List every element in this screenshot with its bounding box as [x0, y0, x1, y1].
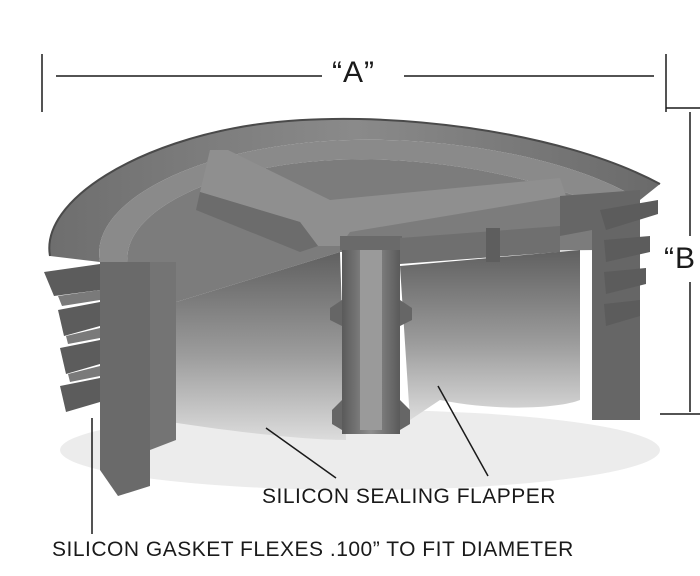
- center-post-cap: [340, 236, 402, 250]
- center-post-bore: [360, 240, 382, 430]
- right-web-rib: [486, 228, 500, 262]
- top-rib: [200, 150, 566, 246]
- left-fin-highlights: [58, 290, 100, 382]
- plug-cutaway: [44, 117, 661, 496]
- right-flapper: [400, 250, 580, 420]
- leader-flapper-right: [437, 385, 489, 477]
- callout-silicon-gasket: SILICON GASKET FLEXES .100” TO FIT DIAME…: [52, 538, 574, 561]
- floor-shadow: [60, 410, 660, 490]
- left-flapper: [150, 252, 346, 440]
- dimension-a-label: “A”: [332, 56, 375, 89]
- top-rim: [49, 118, 660, 262]
- rim-outline: [48, 117, 661, 257]
- left-wall-section: [100, 262, 150, 496]
- dimension-b-label: “B: [664, 242, 696, 275]
- left-gasket-fins: [44, 264, 100, 412]
- callout-sealing-flapper: SILICON SEALING FLAPPER: [262, 485, 556, 508]
- leader-flapper-left: [265, 427, 337, 479]
- right-gasket-fins: [600, 200, 658, 326]
- dimension-b: [660, 107, 700, 415]
- dimension-a: [41, 54, 667, 112]
- left-inner-lip: [150, 262, 176, 450]
- post-lower-flange: [332, 400, 410, 430]
- right-web-section: [400, 226, 560, 264]
- post-flange: [330, 300, 412, 326]
- callout-leaders: [91, 385, 489, 534]
- top-rib-shadow: [196, 192, 318, 252]
